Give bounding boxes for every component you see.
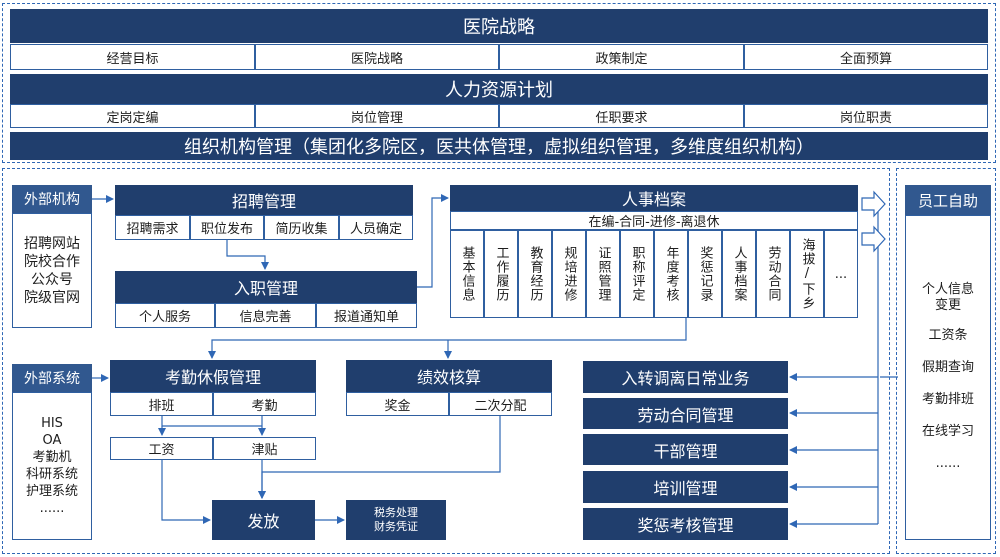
performance-item: 奖金 xyxy=(346,392,449,416)
external-sys-item: 护理系统 xyxy=(25,484,78,499)
archive-subtitle: 在编-合同-进修-离退休 xyxy=(450,211,858,230)
archive-item: 教育经历 xyxy=(518,230,552,318)
external-org-header: 外部机构 xyxy=(12,185,92,213)
performance-header: 绩效核算 xyxy=(346,360,552,392)
hr-plan-item: 定岗定编 xyxy=(10,104,255,128)
business-bar-training: 培训管理 xyxy=(583,471,788,503)
external-sys-item: HIS xyxy=(41,416,63,431)
archive-header: 人事档案 xyxy=(450,185,858,211)
recruit-header: 招聘管理 xyxy=(115,185,413,215)
onboard-item: 信息完善 xyxy=(215,303,316,328)
strategy-item: 政策制定 xyxy=(499,44,744,70)
archive-item: ... xyxy=(824,230,858,318)
external-org-item: 院级官网 xyxy=(24,289,80,306)
attendance-sub-item: 工资 xyxy=(110,437,213,460)
external-sys-item: OA xyxy=(42,433,62,448)
attendance-header: 考勤休假管理 xyxy=(110,360,316,392)
recruit-item: 简历收集 xyxy=(264,215,339,240)
business-bar-rewards: 奖惩考核管理 xyxy=(583,508,788,540)
external-sys-item: 考勤机 xyxy=(32,450,72,465)
arrow-onboard-archive xyxy=(417,194,449,288)
archive-item: 人事档案 xyxy=(722,230,756,318)
hr-plan-item: 任职要求 xyxy=(499,104,744,128)
onboard-item: 个人服务 xyxy=(115,303,215,328)
self-service-item: 在线学习 xyxy=(921,423,974,439)
self-service-group-frame xyxy=(896,168,996,554)
archive-item: 基本信息 xyxy=(450,230,484,318)
main-group-frame xyxy=(2,168,890,554)
strategy-item: 全面预算 xyxy=(744,44,988,70)
archive-item: 奖惩记录 xyxy=(688,230,722,318)
archive-item: 海拔/下乡 xyxy=(790,230,824,318)
business-bar-cadre: 干部管理 xyxy=(583,434,788,465)
attendance-sub-item: 津贴 xyxy=(213,437,316,460)
external-org-item: 院校合作 xyxy=(24,253,80,270)
org-management-label: 组织机构管理（集团化多院区，医共体管理，虚拟组织管理，多维度组织机构） xyxy=(184,137,814,158)
arrow-wage-payout xyxy=(161,460,211,524)
archive-item: 规培进修 xyxy=(552,230,586,318)
recruit-item: 招聘需求 xyxy=(115,215,190,240)
self-service-item: 工资条 xyxy=(928,327,968,343)
attendance-item: 排班 xyxy=(110,392,213,416)
external-org-item: 招聘网站 xyxy=(24,235,80,252)
payout-box: 发放 xyxy=(212,500,315,540)
self-service-list: 个人信息变更 工资条 假期查询 考勤排班 在线学习 ...... xyxy=(905,215,991,540)
self-service-header: 员工自助 xyxy=(905,185,991,215)
business-bar-transfer: 入转调离日常业务 xyxy=(583,361,788,393)
block-arrow-top xyxy=(861,190,886,218)
strategy-item: 医院战略 xyxy=(255,44,499,70)
external-sys-list: HIS OA 考勤机 科研系统 护理系统 ...... xyxy=(12,392,92,540)
external-org-list: 招聘网站 院校合作 公众号 院级官网 xyxy=(12,213,92,328)
external-sys-item: 科研系统 xyxy=(25,467,78,482)
archive-item: 证照管理 xyxy=(586,230,620,318)
payout-note: 税务处理 xyxy=(374,506,418,519)
strategy-header: 医院战略 xyxy=(10,9,988,43)
onboard-item: 报道通知单 xyxy=(316,303,417,328)
archive-item: 劳动合同 xyxy=(756,230,790,318)
arrow-performance-payout xyxy=(258,416,501,499)
self-service-item: 假期查询 xyxy=(921,359,974,375)
hr-plan-item: 岗位职责 xyxy=(744,104,988,128)
arrow-archive-down xyxy=(208,318,687,359)
recruit-item: 人员确定 xyxy=(339,215,413,240)
org-management-bar: 组织机构管理（集团化多院区，医共体管理，虚拟组织管理，多维度组织机构） xyxy=(10,132,988,160)
strategy-title: 医院战略 xyxy=(463,17,535,38)
block-arrow-bottom xyxy=(861,225,886,253)
self-service-item: ...... xyxy=(935,455,961,471)
arrow-recruit-onboard xyxy=(226,240,269,270)
attendance-item: 考勤 xyxy=(213,392,316,416)
payout-notes: 税务处理 财务凭证 xyxy=(346,500,446,540)
strategy-item: 经营目标 xyxy=(10,44,255,70)
onboard-header: 入职管理 xyxy=(115,271,417,303)
top-group-frame xyxy=(2,3,996,163)
hr-plan-header: 人力资源计划 xyxy=(10,74,988,104)
self-service-item: 考勤排班 xyxy=(921,391,974,407)
performance-item: 二次分配 xyxy=(449,392,552,416)
payout-note: 财务凭证 xyxy=(374,520,418,533)
self-service-item: 个人信息变更 xyxy=(921,281,974,313)
external-org-item: 公众号 xyxy=(31,271,73,288)
hr-plan-item: 岗位管理 xyxy=(255,104,499,128)
archive-item: 职称评定 xyxy=(620,230,654,318)
archive-item: 工作履历 xyxy=(484,230,518,318)
archive-item: 年度考核 xyxy=(654,230,688,318)
arrow-schedule-wage xyxy=(161,416,262,427)
external-sys-header: 外部系统 xyxy=(12,364,92,392)
hr-plan-title: 人力资源计划 xyxy=(445,80,553,101)
business-bar-contract: 劳动合同管理 xyxy=(583,398,788,429)
external-sys-item: ...... xyxy=(39,501,65,516)
recruit-item: 职位发布 xyxy=(190,215,264,240)
